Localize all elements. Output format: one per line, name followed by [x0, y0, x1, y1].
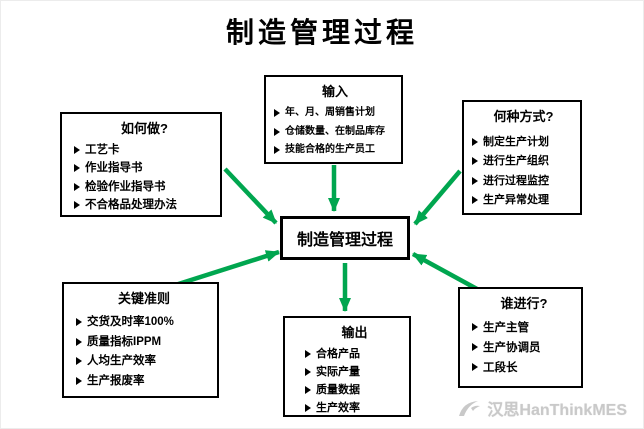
- arrow-bullet-icon: [472, 323, 478, 331]
- list-item-label: 交货及时率100%: [87, 316, 174, 328]
- box-who-items: 生产主管生产协调员工段长: [472, 318, 576, 378]
- arrow-bullet-icon: [74, 146, 80, 154]
- box-how-title: 如何做?: [121, 121, 168, 136]
- list-item: 工艺卡: [74, 141, 215, 159]
- box-key-criteria: 关键准则 交货及时率100% 质量指标IPPM 人均生产效率生产报废率: [62, 282, 219, 398]
- box-input-title: 输入: [321, 84, 348, 99]
- list-item-label: 实际产量: [316, 366, 360, 379]
- box-who-title: 谁进行?: [500, 296, 548, 311]
- list-item: 交货及时率100%: [76, 313, 212, 333]
- arrow-who-to-center: [411, 252, 479, 291]
- list-item-label: 合格产品: [316, 348, 360, 360]
- list-item: 生产效率: [305, 399, 404, 417]
- arrow-bullet-icon: [305, 386, 311, 395]
- list-item-label: 年、月、周销售计划: [285, 107, 375, 118]
- arrow-bullet-icon: [472, 363, 478, 372]
- list-item: 不合格品处理办法: [74, 196, 215, 214]
- box-method-title: 何种方式?: [493, 109, 554, 124]
- list-item-label: 工艺卡: [85, 144, 120, 156]
- page-title: 制造管理过程: [225, 17, 418, 48]
- box-input: 输入 年、月、周销售计划仓储数量、在制品库存技能合格的生产员工: [264, 75, 403, 164]
- list-item-label: 不合格品处理办法: [85, 199, 177, 212]
- list-item: 合格产品: [305, 345, 404, 363]
- arrow-bullet-icon: [274, 127, 280, 136]
- list-item-label: 质量数据: [316, 384, 360, 397]
- list-item: 生产主管: [472, 318, 576, 338]
- list-item-label: 制定生产计划: [483, 136, 549, 148]
- arrow-bullet-icon: [305, 368, 311, 377]
- list-item-label: 仓储数量、在制品库存: [285, 125, 385, 137]
- list-item-label: 生产主管: [483, 322, 529, 334]
- arrow-bullet-icon: [76, 376, 82, 385]
- list-item: 技能合格的生产员工: [274, 141, 396, 160]
- list-item: 质量指标IPPM: [76, 333, 212, 353]
- arrow-how-to-center: [223, 167, 278, 225]
- arrow-method-to-center: [413, 169, 462, 226]
- arrow-bullet-icon: [305, 404, 311, 413]
- list-item-label: 生产协调员: [483, 342, 541, 355]
- list-item-label: 生产效率: [316, 402, 360, 415]
- watermark-text: 汉思HanThinkMES: [487, 402, 627, 419]
- list-item-label: 生产报废率: [87, 374, 145, 387]
- arrow-bullet-icon: [74, 182, 80, 191]
- list-item-label: 技能合格的生产员工: [285, 144, 375, 155]
- list-item: 实际产量: [305, 363, 404, 381]
- arrow-bullet-icon: [472, 138, 478, 146]
- center-process-label: 制造管理过程: [296, 232, 393, 249]
- list-item-label: 工段长: [483, 362, 518, 375]
- arrow-bullet-icon: [76, 357, 82, 366]
- hanthink-logo-icon: [459, 401, 481, 416]
- arrow-bullet-icon: [274, 109, 280, 117]
- box-method-items: 制定生产计划进行生产组织进行过程监控生产异常处理: [472, 133, 575, 210]
- list-item: 进行过程监控: [472, 172, 575, 191]
- arrow-bullet-icon: [76, 337, 82, 346]
- arrow-bullet-icon: [305, 350, 311, 358]
- center-process-box: 制造管理过程: [280, 216, 410, 260]
- box-criteria-title: 关键准则: [117, 291, 170, 306]
- arrow-bullet-icon: [472, 157, 478, 166]
- list-item: 人均生产效率: [76, 352, 212, 372]
- box-input-items: 年、月、周销售计划仓储数量、在制品库存技能合格的生产员工: [274, 104, 396, 160]
- box-criteria-items: 交货及时率100% 质量指标IPPM 人均生产效率生产报废率: [76, 313, 212, 391]
- list-item-label: 进行过程监控: [483, 174, 549, 187]
- list-item: 生产异常处理: [472, 191, 575, 210]
- list-item: 质量数据: [305, 381, 404, 399]
- list-item-label: 质量指标IPPM: [87, 335, 162, 348]
- box-how-to-do: 如何做? 工艺卡作业指导书检验作业指导书不合格品处理办法: [60, 112, 222, 217]
- list-item: 进行生产组织: [472, 152, 575, 171]
- list-item: 作业指导书: [74, 159, 215, 177]
- list-item: 检验作业指导书: [74, 178, 215, 196]
- list-item-label: 作业指导书: [85, 162, 143, 175]
- box-output-items: 合格产品实际产量质量数据生产效率: [305, 345, 404, 418]
- list-item: 年、月、周销售计划: [274, 104, 396, 123]
- box-method: 何种方式? 制定生产计划进行生产组织进行过程监控生产异常处理: [462, 100, 582, 215]
- arrow-bullet-icon: [76, 318, 82, 326]
- arrow-bullet-icon: [74, 164, 80, 173]
- box-output: 输出 合格产品实际产量质量数据生产效率: [283, 316, 411, 417]
- list-item-label: 进行生产组织: [483, 155, 549, 168]
- box-who: 谁进行? 生产主管生产协调员工段长: [458, 287, 583, 388]
- list-item-label: 人均生产效率: [87, 355, 156, 368]
- arrow-bullet-icon: [472, 195, 478, 204]
- arrow-bullet-icon: [472, 343, 478, 352]
- list-item-label: 生产异常处理: [483, 193, 549, 206]
- list-item-label: 检验作业指导书: [85, 180, 166, 193]
- arrow-bullet-icon: [472, 176, 478, 185]
- list-item: 仓储数量、在制品库存: [274, 123, 396, 142]
- arrow-bullet-icon: [274, 146, 280, 154]
- box-output-title: 输出: [341, 325, 368, 340]
- watermark: 汉思HanThinkMES: [457, 396, 627, 420]
- box-how-items: 工艺卡作业指导书检验作业指导书不合格品处理办法: [74, 141, 215, 215]
- list-item: 工段长: [472, 358, 576, 378]
- list-item: 生产报废率: [76, 372, 212, 392]
- arrow-bullet-icon: [74, 201, 80, 210]
- list-item: 制定生产计划: [472, 133, 575, 152]
- list-item: 生产协调员: [472, 338, 576, 358]
